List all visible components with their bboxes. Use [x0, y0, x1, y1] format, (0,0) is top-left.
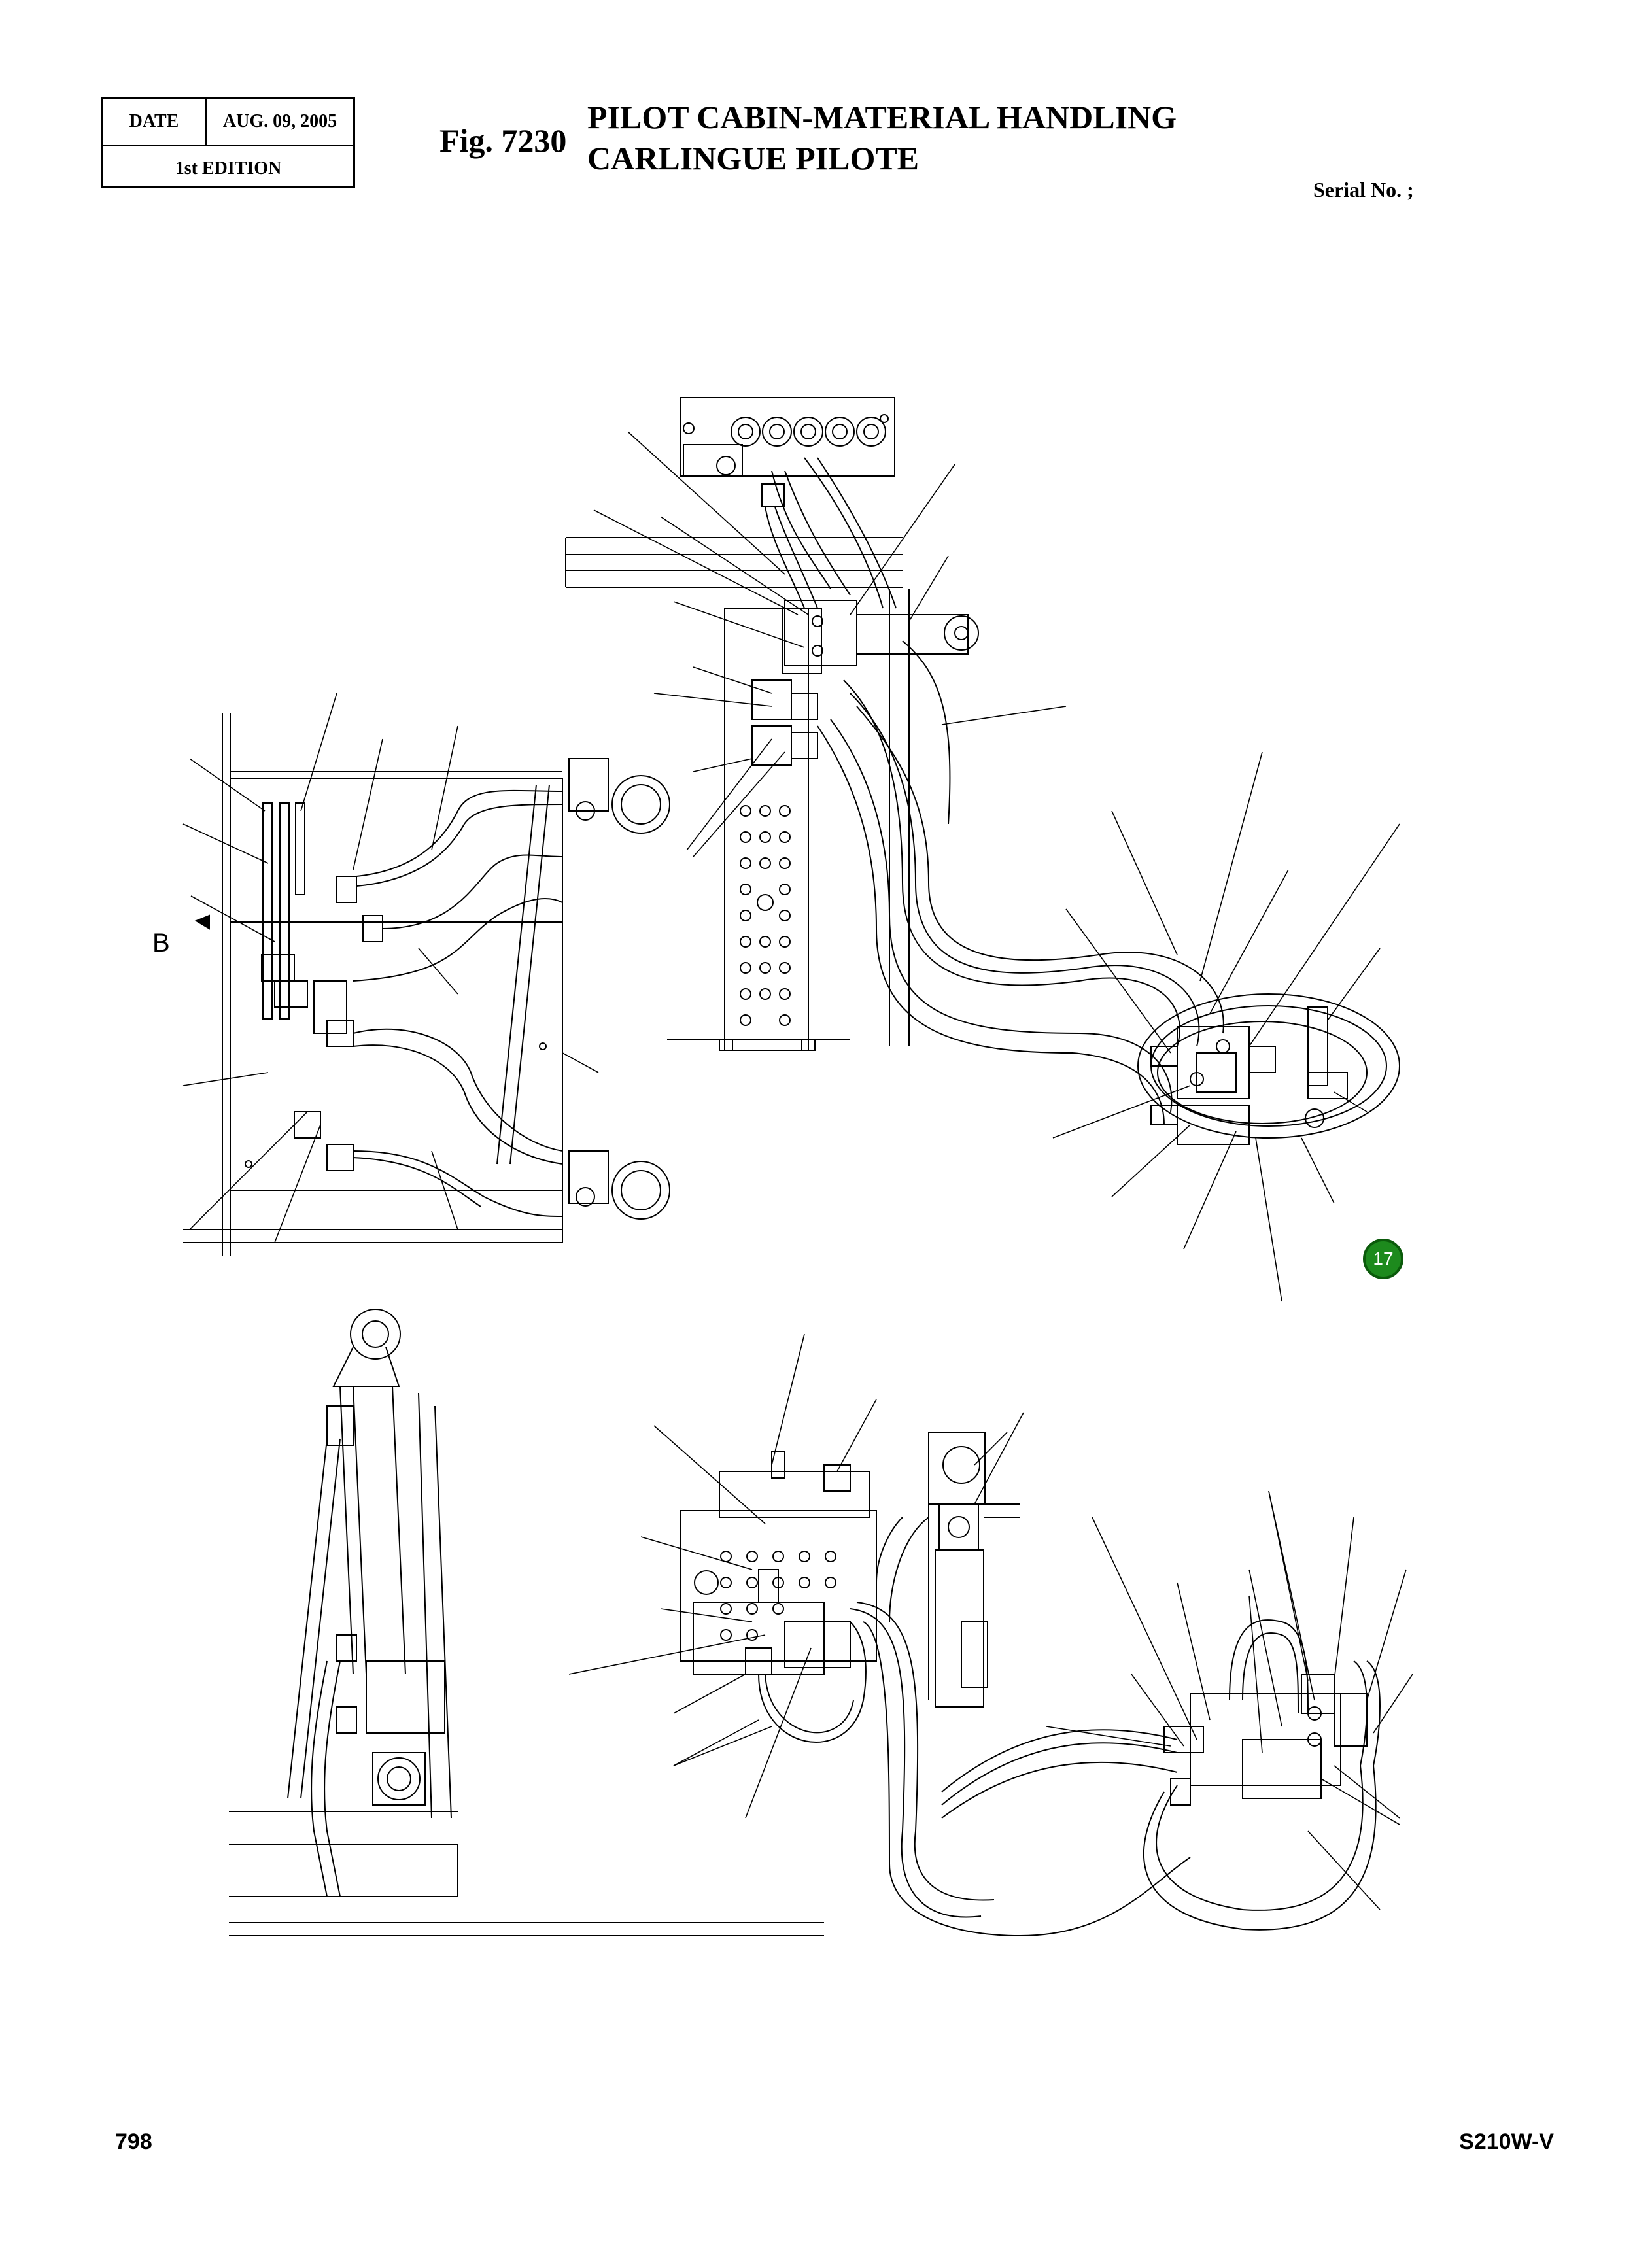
edition-box: DATE AUG. 09, 2005 1st EDITION — [101, 97, 355, 188]
model-code: S210W-V — [1459, 2129, 1554, 2154]
main-control-valve — [680, 1432, 1191, 1937]
right-valve-cluster — [1137, 993, 1400, 1145]
figure-number: Fig. 7230 — [439, 122, 567, 159]
pilot-valve-assembly — [565, 397, 1224, 1125]
callout-badge[interactable]: 17 — [1363, 1239, 1403, 1279]
serial-label: Serial No. ; — [1313, 178, 1414, 201]
edition-label: 1st EDITION — [175, 158, 282, 179]
left-frame-assembly — [183, 713, 670, 1256]
title-french: CARLINGUE PILOTE — [587, 140, 920, 177]
page-number: 798 — [115, 2129, 152, 2154]
date-value: AUG. 09, 2005 — [222, 111, 337, 131]
boom-cylinder — [229, 1309, 824, 1936]
view-letter: B — [152, 929, 170, 957]
date-row: DATE AUG. 09, 2005 — [103, 99, 353, 146]
leader-lines — [182, 431, 1413, 1910]
lower-right-valve-cluster — [941, 1619, 1381, 1931]
title-english: PILOT CABIN-MATERIAL HANDLING — [587, 99, 1177, 135]
date-label: DATE — [103, 99, 207, 145]
